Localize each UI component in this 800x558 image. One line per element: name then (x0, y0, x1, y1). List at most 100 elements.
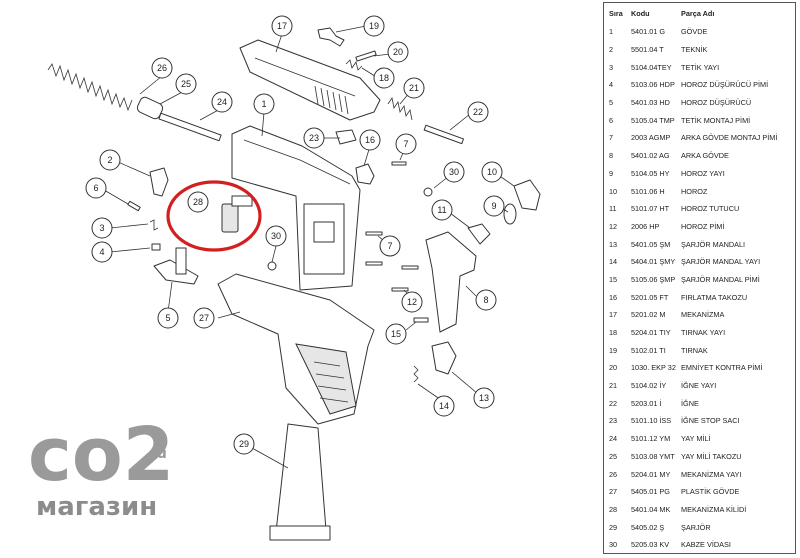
callout-bubbles: 26 25 24 1 17 19 20 18 21 22 23 16 7 7 2… (85, 15, 505, 455)
cell-no: 2 (609, 45, 614, 55)
header-code: Kodu (631, 8, 650, 18)
cell-no: 8 (609, 151, 614, 161)
part-trigger-2 (149, 167, 169, 197)
cell-no: 14 (609, 257, 618, 267)
callout-2: 2 (99, 149, 121, 171)
part-pin-6 (127, 200, 141, 212)
part-pin-20 (355, 50, 377, 62)
cell-name: HOROZ DÜŞÜRÜCÜ PİMİ (681, 80, 769, 90)
callout-17: 17 (271, 15, 293, 37)
svg-text:8: 8 (483, 295, 488, 305)
cell-code: 5104.02 İY (631, 381, 667, 391)
callout-3: 3 (91, 217, 113, 239)
callout-20: 20 (387, 41, 409, 63)
cell-code: 2006 HP (631, 221, 660, 231)
part-spring-26 (47, 63, 133, 112)
part-firing-pin-22 (423, 124, 464, 145)
svg-text:6: 6 (93, 183, 98, 193)
part-hammer-10 (513, 179, 541, 211)
part-grip-27 (217, 273, 375, 425)
callout-15: 15 (385, 323, 407, 345)
cell-name: TIRNAK (681, 345, 708, 355)
svg-text:26: 26 (157, 63, 167, 73)
callout-23: 23 (303, 127, 325, 149)
cell-name: İĞNE STOP SACI (681, 416, 740, 426)
cell-code: 5101.12 YM (631, 434, 671, 444)
callout-9: 9 (483, 195, 505, 217)
callout-1: 1 (253, 93, 275, 115)
cell-code: 5104.04TEY (631, 62, 672, 72)
cell-name: GÖVDE (681, 27, 708, 37)
cell-name: ARKA GÖVDE (681, 151, 729, 161)
part-hammer-drop-5 (153, 247, 199, 285)
svg-text:7: 7 (387, 241, 392, 251)
cell-code: 5401.04 MK (631, 504, 671, 514)
svg-text:23: 23 (309, 133, 319, 143)
part-spring-3 (149, 219, 159, 231)
cell-no: 4 (609, 80, 614, 90)
svg-text:ru: ru (150, 446, 167, 462)
cell-no: 11 (609, 204, 617, 214)
cell-name: HOROZ TUTUCU (681, 204, 740, 214)
svg-text:7: 7 (403, 139, 408, 149)
cell-code: 5101.10 İSS (631, 416, 672, 426)
svg-text:18: 18 (379, 73, 389, 83)
callout-5: 5 (157, 307, 179, 329)
callout-26: 26 (151, 57, 173, 79)
cell-no: 3 (609, 62, 614, 72)
exploded-diagram: 26 25 24 1 17 19 20 18 21 22 23 16 7 7 2… (28, 15, 541, 541)
cell-code: 2003 AGMP (631, 133, 671, 143)
part-rear-frame-8 (425, 231, 477, 333)
cell-no: 21 (609, 381, 618, 391)
cell-no: 29 (609, 522, 618, 532)
svg-text:3: 3 (99, 223, 104, 233)
cell-code: 5401.02 AG (631, 151, 670, 161)
callout-30a: 30 (265, 225, 287, 247)
cell-name: TIRNAK YAYI (681, 328, 726, 338)
cell-name: FIRLATMA TAKOZU (681, 292, 748, 302)
svg-text:30: 30 (271, 231, 281, 241)
part-hammer-spring-9 (503, 203, 517, 225)
svg-text:17: 17 (277, 21, 287, 31)
cell-no: 7 (609, 133, 614, 143)
callout-21: 21 (403, 77, 425, 99)
svg-text:магазин: магазин (36, 492, 157, 522)
cell-name: KABZE VİDASI (681, 540, 731, 550)
cell-code: 5105.06 ŞMP (631, 274, 676, 284)
table-header: Sıra Kodu Parça Adı (604, 3, 795, 23)
svg-text:13: 13 (479, 393, 489, 403)
part-frame-1 (231, 125, 361, 291)
callout-18: 18 (373, 67, 395, 89)
cell-code: 5205.03 KV (631, 540, 670, 550)
cell-code: 5401.01 G (631, 27, 666, 37)
callout-10: 10 (481, 161, 503, 183)
header-no: Sıra (609, 8, 623, 18)
part-spring-21 (387, 96, 413, 121)
part-pin-4 (151, 243, 161, 251)
part-mechanism-lock-28 (221, 195, 253, 233)
cell-code: 5101.07 HT (631, 204, 670, 214)
callout-6: 6 (85, 177, 107, 199)
cell-code: 5405.01 PG (631, 487, 670, 497)
part-screw-30 (267, 187, 433, 271)
cell-name: MEKANİZMA (681, 310, 725, 320)
cell-name: PLASTİK GÖVDE (681, 487, 740, 497)
svg-text:25: 25 (181, 79, 191, 89)
svg-text:5: 5 (165, 313, 170, 323)
cell-name: MEKANİZMA YAYI (681, 469, 742, 479)
svg-text:9: 9 (491, 201, 496, 211)
cell-code: 5204.01 MY (631, 469, 671, 479)
cell-code: 5404.01 ŞMY (631, 257, 676, 267)
